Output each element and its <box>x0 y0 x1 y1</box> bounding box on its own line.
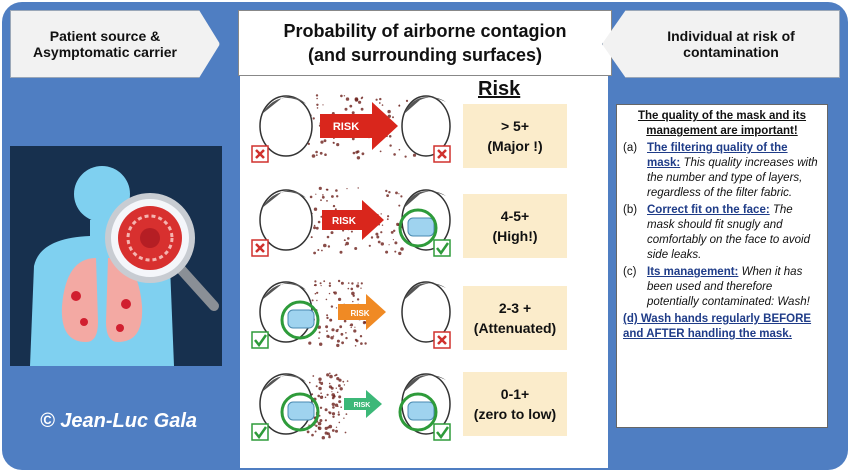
info-final-note: (d) Wash hands regularly BEFORE and AFTE… <box>623 313 812 340</box>
info-item: (a) The filtering quality of the mask: T… <box>623 141 821 201</box>
title-line-2: (and surrounding surfaces) <box>307 45 543 65</box>
risk-description: (Major !) <box>487 138 543 154</box>
risk-level-box: 0-1+ (zero to low) <box>463 372 567 436</box>
risk-arrow: RISK <box>344 390 382 418</box>
cross-icon <box>251 239 269 257</box>
magnifying-glass-icon <box>105 193 219 311</box>
risk-level-box: 2-3 + (Attenuated) <box>463 286 567 350</box>
title-line-1: Probability of airborne contagion <box>283 21 567 41</box>
risk-level-box: > 5+ (Major !) <box>463 104 567 168</box>
source-head-icon <box>259 95 313 157</box>
scenario-row-1: RISK <box>251 94 451 163</box>
check-icon <box>433 423 451 441</box>
risk-description: (zero to low) <box>473 406 557 422</box>
risk-value: 0-1+ <box>500 386 530 402</box>
info-item-text: The mask should fit snugly and comfortab… <box>647 204 811 261</box>
cross-icon <box>433 331 451 349</box>
copyright-label: © Jean-Luc Gala <box>40 410 198 432</box>
lungs-icon <box>61 258 143 342</box>
arrow-label: RISK <box>332 216 357 227</box>
risk-description: (Attenuated) <box>473 320 557 336</box>
scenario-row-3: RISK <box>251 279 451 349</box>
info-item: (b) Correct fit on the face: The mask sh… <box>623 203 821 263</box>
mask-icon <box>398 392 438 432</box>
info-item-key: Its management: <box>647 266 739 278</box>
risk-value: 4-5+ <box>500 208 530 224</box>
target-label-arrow: Individual at risk of contamination <box>602 10 840 78</box>
check-icon <box>251 423 269 441</box>
info-item-label: (c) <box>623 266 637 278</box>
cross-icon <box>433 145 451 163</box>
source-label-arrow: Patient source & Asymptomatic carrier <box>10 10 220 78</box>
info-heading: The quality of the mask and its manageme… <box>637 110 807 137</box>
info-item: (c) Its management: When it has been use… <box>623 265 821 310</box>
risk-heading: Risk <box>478 78 521 100</box>
infected-person-illustration <box>10 146 222 366</box>
arrow-label: RISK <box>350 309 369 318</box>
risk-description: (High!) <box>492 228 538 244</box>
target-head-icon <box>401 95 451 157</box>
arrow-label: RISK <box>333 121 359 133</box>
mask-info-box: The quality of the mask and its manageme… <box>616 104 828 428</box>
mask-icon <box>280 300 320 340</box>
check-icon <box>251 331 269 349</box>
info-item-text: When it has been used and therefore pote… <box>647 266 810 308</box>
info-item-key: The filtering quality of the mask: <box>647 142 788 169</box>
source-head-icon <box>259 189 313 251</box>
target-label: Individual at risk of contamination <box>667 28 795 60</box>
info-item-key: Correct fit on the face: <box>647 204 770 216</box>
mask-icon <box>280 392 320 432</box>
cross-icon <box>251 145 269 163</box>
risk-value: 2-3 + <box>498 300 532 316</box>
risk-arrow: RISK <box>320 102 398 150</box>
target-head-icon <box>401 281 451 343</box>
risk-value: > 5+ <box>500 118 530 134</box>
source-label: Patient source & Asymptomatic carrier <box>33 28 177 60</box>
risk-arrow: RISK <box>338 294 386 330</box>
mask-icon <box>398 208 438 248</box>
info-item-label: (b) <box>623 204 638 216</box>
info-item-text: This quality increases with the number a… <box>647 157 818 199</box>
arrow-label: RISK <box>354 402 371 409</box>
check-icon <box>433 239 451 257</box>
scenario-row-2: RISK <box>251 186 451 257</box>
title-box: Probability of airborne contagion (and s… <box>238 10 612 76</box>
scenario-row-4: RISK <box>251 372 451 441</box>
risk-level-box: 4-5+ (High!) <box>463 194 567 258</box>
risk-arrow: RISK <box>322 200 384 240</box>
info-item-label: (a) <box>623 142 638 154</box>
